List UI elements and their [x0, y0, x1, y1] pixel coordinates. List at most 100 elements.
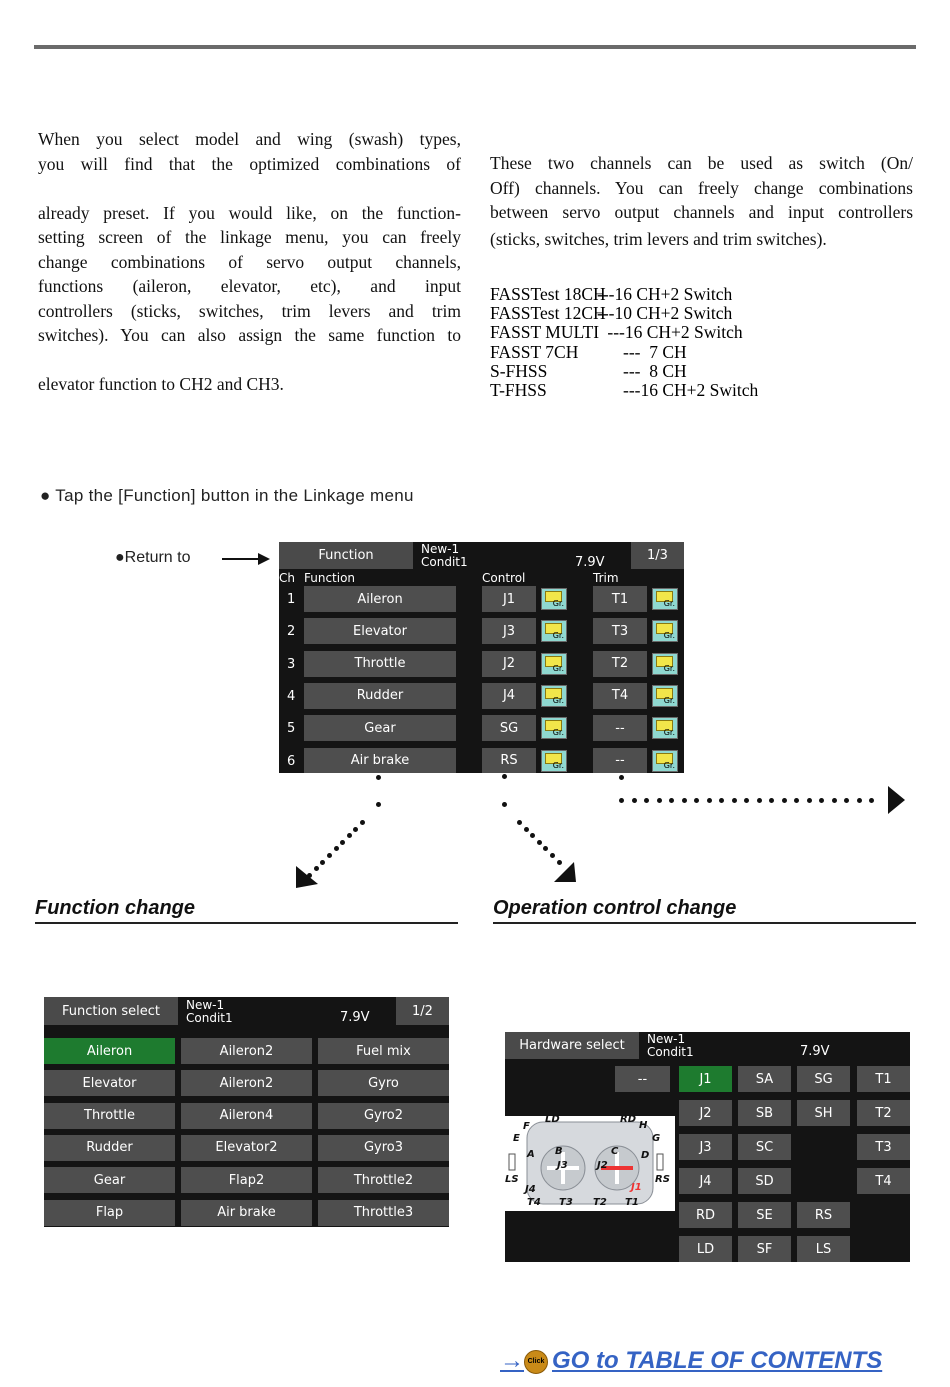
trim-button[interactable]: T4 [593, 682, 647, 709]
group-icon[interactable]: Gr. [652, 749, 678, 772]
group-label: Gr. [663, 631, 675, 641]
hardware-option-button[interactable]: T2 [857, 1100, 910, 1126]
trim-button[interactable]: -- [593, 715, 647, 742]
tx-label-h: H [639, 1120, 648, 1131]
page-button[interactable]: 1/3 [631, 542, 684, 569]
group-icon[interactable]: Gr. [652, 620, 678, 643]
function-option-button[interactable]: Elevator2 [181, 1134, 312, 1161]
function-button[interactable]: Air brake [304, 747, 456, 773]
control-button[interactable]: RS [482, 747, 536, 773]
protocol-row: FASST MULTI ---16 CH+2 Switch [490, 323, 758, 342]
function-button[interactable]: Elevator [304, 618, 456, 645]
none-button[interactable]: -- [615, 1066, 670, 1092]
connector-dot [844, 798, 849, 803]
function-screen-title[interactable]: Function [279, 542, 413, 569]
connector-dot [694, 798, 699, 803]
hardware-option-button[interactable]: SD [738, 1168, 791, 1194]
hardware-option-button[interactable]: J2 [679, 1100, 732, 1126]
function-option-button[interactable]: Throttle [44, 1102, 175, 1129]
control-button[interactable]: J1 [482, 586, 536, 612]
hardware-option-button[interactable]: T3 [857, 1134, 910, 1160]
hardware-option-button[interactable]: SE [738, 1202, 791, 1228]
hardware-option-button[interactable]: RD [679, 1202, 732, 1228]
group-label: Gr. [663, 599, 675, 608]
function-option-button[interactable]: Elevator [44, 1070, 175, 1097]
function-option-button[interactable]: Aileron4 [181, 1102, 312, 1129]
function-button[interactable]: Aileron [304, 586, 456, 612]
function-button[interactable]: Gear [304, 715, 456, 742]
control-button[interactable]: J3 [482, 618, 536, 645]
function-option-button[interactable]: Gear [44, 1167, 175, 1194]
connector-dot [320, 859, 326, 865]
hardware-option-button[interactable]: SA [738, 1066, 791, 1092]
trim-button[interactable]: -- [593, 747, 647, 773]
function-option-button[interactable]: Fuel mix [318, 1038, 449, 1064]
trim-button[interactable]: T1 [593, 586, 647, 612]
hardware-option-button[interactable]: SC [738, 1134, 791, 1160]
folder-icon [545, 687, 562, 699]
function-option-button[interactable]: Aileron2 [181, 1070, 312, 1097]
return-arrow-icon [222, 553, 270, 565]
page-button[interactable]: 1/2 [396, 997, 449, 1025]
group-icon[interactable]: Gr. [541, 588, 567, 610]
hardware-option-button[interactable]: J4 [679, 1168, 732, 1194]
function-option-button[interactable]: Aileron2 [181, 1038, 312, 1064]
group-icon[interactable]: Gr. [652, 717, 678, 740]
function-option-button[interactable]: Flap2 [181, 1167, 312, 1194]
trim-button[interactable]: T3 [593, 618, 647, 645]
hardware-option-button[interactable]: SG [797, 1066, 850, 1092]
function-select-title[interactable]: Function select [44, 997, 178, 1025]
hardware-option-button[interactable]: SB [738, 1100, 791, 1126]
group-label: Gr. [663, 695, 675, 705]
header-function: Function [304, 571, 356, 585]
function-option-button[interactable]: Flap [44, 1199, 175, 1226]
hardware-option-button[interactable]: RS [797, 1202, 850, 1228]
folder-icon [656, 591, 673, 602]
protocol-name: FASST 7CH [490, 341, 579, 362]
group-icon[interactable]: Gr. [541, 620, 567, 643]
function-option-button[interactable]: Rudder [44, 1134, 175, 1161]
function-option-button[interactable]: Gyro3 [318, 1134, 449, 1161]
function-option-button[interactable]: Gyro2 [318, 1102, 449, 1129]
hardware-option-button[interactable]: T4 [857, 1168, 910, 1194]
trim-button[interactable]: T2 [593, 650, 647, 677]
function-option-button[interactable]: Throttle2 [318, 1167, 449, 1194]
hardware-option-button[interactable]: J3 [679, 1134, 732, 1160]
voltage: 7.9V [800, 1044, 830, 1059]
arrowhead-right-icon [888, 786, 905, 814]
function-button[interactable]: Throttle [304, 650, 456, 677]
protocol-list: FASSTest 18CH---16 CH+2 Switch FASSTest … [490, 284, 758, 400]
condition-name: Condit1 [186, 1011, 233, 1025]
group-icon[interactable]: Gr. [652, 588, 678, 610]
model-name: New-1 [421, 542, 460, 556]
hardware-select-title[interactable]: Hardware select [505, 1032, 639, 1059]
group-icon[interactable]: Gr. [541, 749, 567, 772]
hardware-option-button[interactable]: J1 [679, 1066, 732, 1092]
function-option-button[interactable]: Gyro [318, 1070, 449, 1097]
hardware-option-button[interactable]: T1 [857, 1066, 910, 1092]
function-option-button[interactable]: Throttle3 [318, 1199, 449, 1226]
hardware-option-button[interactable]: LS [797, 1236, 850, 1262]
hardware-option-button[interactable]: SF [738, 1236, 791, 1262]
hardware-option-button[interactable]: LD [679, 1236, 732, 1262]
group-icon[interactable]: Gr. [541, 684, 567, 707]
control-button[interactable]: J4 [482, 682, 536, 709]
function-change-underline [35, 922, 458, 924]
group-icon[interactable]: Gr. [652, 684, 678, 707]
arrowhead-left-icon [296, 866, 318, 888]
group-icon[interactable]: Gr. [652, 652, 678, 675]
connector-dot [543, 846, 549, 852]
function-option-button[interactable]: Aileron [44, 1038, 175, 1064]
connector-dot [353, 826, 359, 832]
control-button[interactable]: J2 [482, 650, 536, 677]
connector-dot [756, 798, 762, 803]
function-button[interactable]: Rudder [304, 682, 456, 709]
function-option-button[interactable]: Air brake [181, 1199, 312, 1226]
group-label: Gr. [663, 760, 675, 770]
group-icon[interactable]: Gr. [541, 652, 567, 675]
group-icon[interactable]: Gr. [541, 717, 567, 740]
hardware-option-button[interactable]: SH [797, 1100, 850, 1126]
control-button[interactable]: SG [482, 715, 536, 742]
folder-icon [656, 623, 673, 635]
